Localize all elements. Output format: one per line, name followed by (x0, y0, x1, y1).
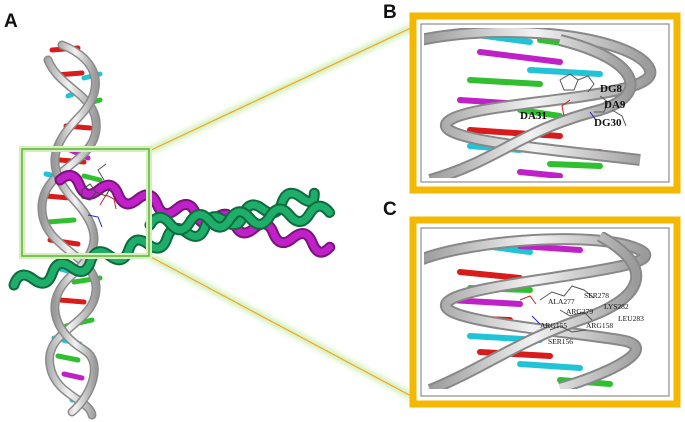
residue-label-arg158: ARG158 (586, 321, 613, 330)
panel-c-residue-labels: SER278 ALA277 LYS282 ARG279 LEU283 ARG15… (540, 291, 644, 346)
panel-label-b: B (383, 2, 397, 23)
zoom-connectors (147, 24, 415, 400)
protein-helix-green (8, 187, 336, 291)
panel-b-frame (409, 12, 681, 194)
panel-b-zoom-view: DG8 DA9 DA31 DG30 (424, 28, 666, 178)
panel-c-zoom-view: SER278 ALA277 LYS282 ARG279 LEU283 ARG15… (424, 232, 666, 389)
residue-label-dg8: DG8 (600, 83, 623, 95)
dna-backbone (37, 40, 101, 420)
dna-protein-complex (8, 40, 336, 420)
residue-label-da9: DA9 (604, 99, 626, 111)
panel-b-residue-labels: DG8 DA9 DA31 DG30 (520, 83, 626, 129)
ligand-sticks (81, 163, 117, 228)
residue-label-ser156: SER156 (548, 337, 573, 346)
panel-label-c: C (383, 199, 397, 220)
zoom-region-box (21, 148, 150, 257)
residue-label-da31: DA31 (520, 110, 547, 122)
residue-label-arg155: ARG155 (540, 321, 567, 330)
residue-label-leu283: LEU283 (618, 314, 644, 323)
panel-c-frame (409, 216, 681, 408)
residue-label-ser278: SER278 (584, 291, 609, 300)
residue-label-lys282: LYS282 (604, 302, 629, 311)
residue-label-arg279: ARG279 (566, 307, 593, 316)
residue-label-ala277: ALA277 (548, 297, 575, 306)
residue-label-dg30: DG30 (594, 117, 622, 129)
panel-label-a: A (4, 11, 18, 32)
